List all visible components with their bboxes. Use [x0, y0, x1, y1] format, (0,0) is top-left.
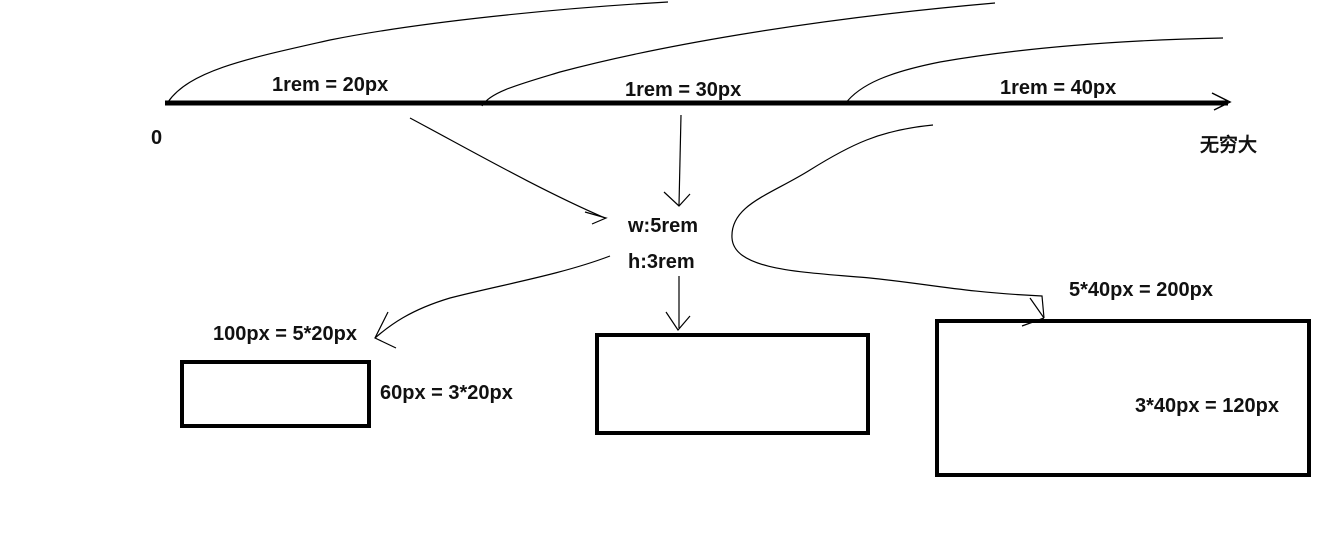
element-width-label: w:5rem — [628, 215, 699, 237]
arrow-40px-to-element — [731, 124, 1045, 319]
result-40px-height-calc: 3*40px = 120px — [1135, 395, 1279, 417]
scale-axis-arrowhead — [1211, 92, 1232, 111]
arrow-element-to-box-20px — [374, 255, 611, 339]
segment-label-40px: 1rem = 40px — [1000, 77, 1117, 99]
result-box-30px — [595, 333, 870, 435]
scale-end-label: 无穷大 — [1200, 134, 1258, 156]
arrow-30px-to-element — [678, 114, 682, 206]
result-40px-width-calc: 5*40px = 200px — [1069, 279, 1213, 301]
result-box-20px — [180, 360, 371, 428]
segment-label-30px: 1rem = 30px — [625, 79, 742, 101]
arrow-element-to-box-30px-head — [665, 311, 691, 331]
result-20px-height-calc: 60px = 3*20px — [380, 382, 513, 404]
arrow-element-to-box-20px-head — [374, 311, 397, 349]
segment-label-20px: 1rem = 20px — [272, 74, 389, 96]
range-arc-30px — [481, 2, 996, 107]
range-arc-20px — [167, 1, 669, 103]
range-arc-40px — [844, 37, 1224, 105]
scale-start-label: 0 — [151, 127, 163, 149]
arrow-20px-to-element-head — [584, 211, 608, 225]
arrow-30px-to-element-head — [663, 191, 691, 207]
result-box-40px — [935, 319, 1311, 477]
element-height-label: h:3rem — [628, 251, 695, 273]
arrow-20px-to-element — [409, 117, 606, 219]
arrow-40px-to-element-head — [1029, 297, 1045, 319]
result-20px-width-calc: 100px = 5*20px — [213, 323, 357, 345]
